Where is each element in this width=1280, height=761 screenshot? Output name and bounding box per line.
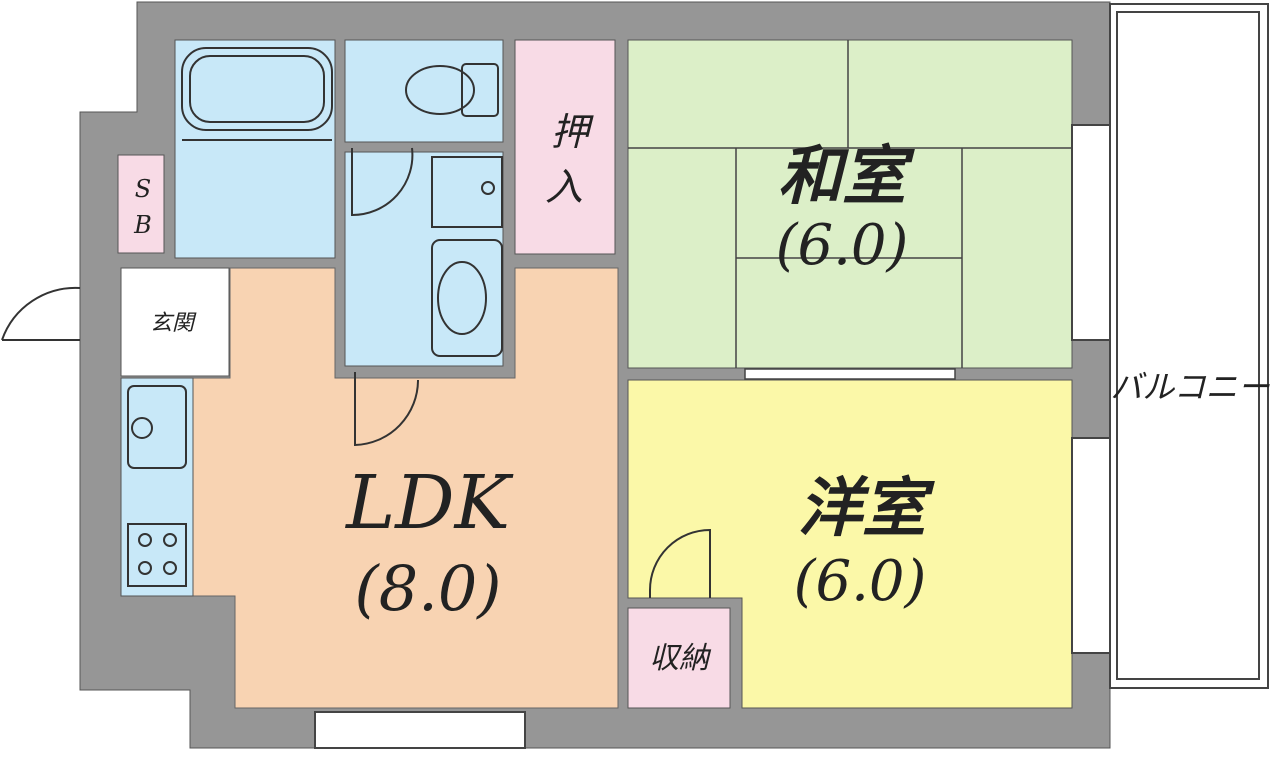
bathroom: [174, 39, 336, 259]
bottom-window: [314, 711, 526, 749]
washing-machine-pan-icon: [431, 156, 503, 228]
door-swing-icon: [351, 147, 711, 598]
oshiire-closet: [514, 39, 616, 255]
shuno-label: 収納: [649, 641, 712, 676]
washbasin-icon: [431, 239, 503, 357]
bathtub-icon: [181, 47, 333, 141]
youshitsu-name: 洋室: [798, 471, 935, 546]
shuno-closet: [627, 607, 731, 709]
gas-stove-icon: [127, 523, 187, 587]
washitsu-name: 和室: [778, 139, 915, 214]
shoe-box-label-b: B: [133, 211, 152, 239]
toilet-room: [344, 39, 504, 143]
oshiire-label-2: 入: [545, 165, 583, 209]
entrance-door-swing: [1, 286, 81, 341]
ldk-name: LDK: [344, 460, 513, 546]
balcony-label: バルコニー: [1110, 368, 1270, 406]
kitchen-sink-icon: [127, 385, 187, 469]
tatami-lines: [628, 40, 1072, 368]
washitsu-size: (6.0): [776, 213, 909, 278]
youshitsu-window: [1071, 437, 1111, 654]
washroom: [344, 151, 504, 367]
kitchen-counter: [120, 377, 194, 597]
sliding-door: [744, 368, 956, 380]
balcony: [1109, 3, 1269, 689]
toilet-icon: [405, 63, 499, 117]
youshitsu-room: [627, 379, 1073, 709]
shoe-box: [117, 154, 165, 254]
entrance-label: 玄関: [150, 311, 197, 336]
ldk-size: (8.0): [355, 552, 502, 625]
oshiire-label-1: 押: [551, 110, 594, 154]
washitsu-window: [1071, 124, 1111, 341]
youshitsu-size: (6.0): [794, 549, 927, 614]
entrance: [120, 267, 230, 377]
shoe-box-label-s: S: [135, 175, 151, 203]
